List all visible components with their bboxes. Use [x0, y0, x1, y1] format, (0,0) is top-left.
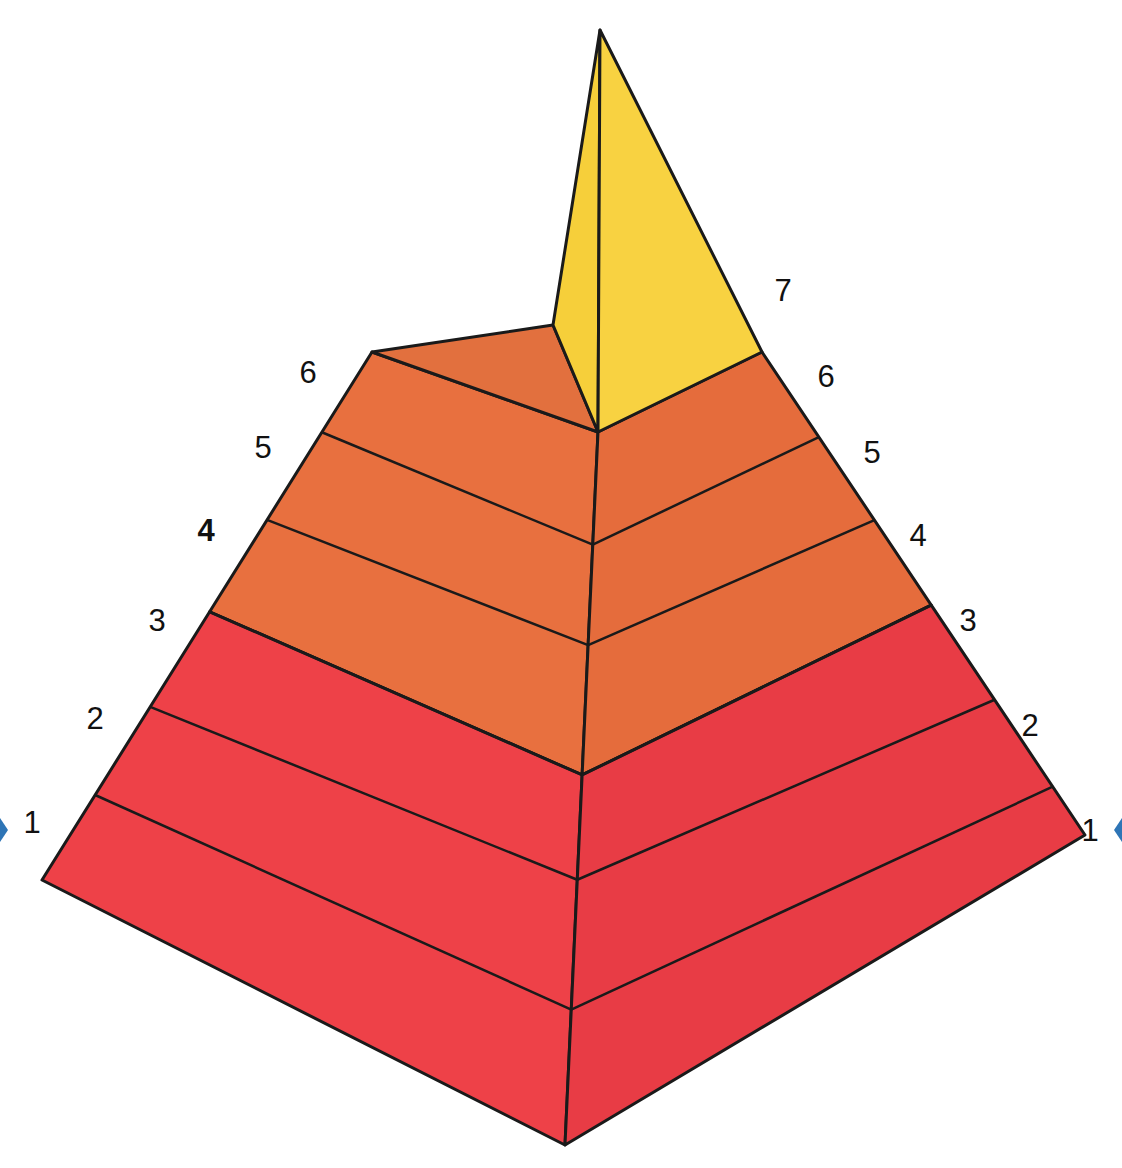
callout-number: 2 — [86, 703, 103, 734]
callout-number: 5 — [863, 437, 880, 468]
callout-number: 3 — [959, 605, 976, 636]
band-line — [210, 612, 582, 775]
callout-number: 6 — [299, 357, 316, 388]
callout-number: 3 — [148, 605, 165, 636]
band-line — [577, 700, 994, 880]
tip-right-face — [598, 30, 762, 432]
callout-number: 2 — [1021, 710, 1038, 741]
edge-marker — [1114, 818, 1122, 842]
callout-number: 4 — [197, 515, 214, 546]
callout-number: 5 — [254, 432, 271, 463]
band-line — [95, 795, 571, 1010]
band-line — [571, 787, 1052, 1010]
edge-marker — [0, 818, 8, 842]
lower-left-face — [42, 612, 582, 1145]
band-line — [150, 707, 577, 880]
callout-number: 4 — [909, 520, 926, 551]
band-line — [588, 520, 874, 645]
lower-right-face — [565, 605, 1085, 1145]
callout-number: 7 — [774, 275, 791, 306]
tip-left-face — [553, 30, 600, 432]
band-line — [267, 520, 588, 645]
callout-number: 1 — [1081, 815, 1098, 846]
band-line — [593, 437, 819, 545]
band-line — [322, 432, 593, 544]
callout-number: 6 — [817, 361, 834, 392]
callout-number: 1 — [23, 807, 40, 838]
